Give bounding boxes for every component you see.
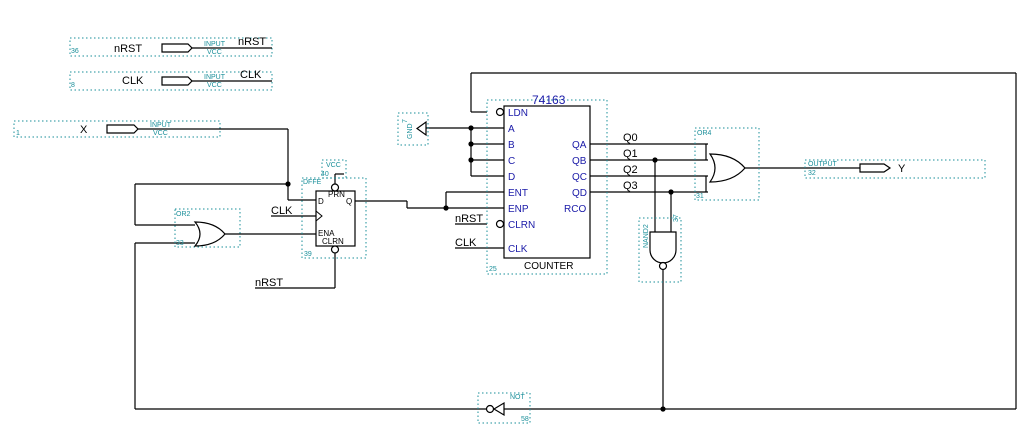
- or4-icon: [710, 154, 745, 182]
- counter-pin-clk: CLK: [508, 244, 528, 255]
- counter-pin-ent: ENT: [508, 188, 528, 199]
- input-x-number: 1: [16, 130, 20, 137]
- net-dff-clk: CLK: [271, 205, 293, 217]
- or2-number: 33: [176, 240, 184, 247]
- input-x-type: INPUT: [150, 122, 172, 129]
- dffe-pin-d: D: [318, 197, 324, 206]
- dffe-flipflop: VCC 40 DFFE PRN D Q ENA CLRN 39: [302, 160, 366, 258]
- counter-title: 74163: [532, 93, 566, 107]
- input-nrst-name: nRST: [114, 43, 142, 55]
- junction-dots: [285, 125, 673, 411]
- dffe-pin-q: Q: [346, 197, 352, 206]
- or2-gate: OR2 33: [175, 209, 240, 247]
- dffe-number: 39: [304, 251, 312, 258]
- not-icon: [494, 403, 504, 415]
- counter-number: 25: [489, 266, 497, 273]
- counter-pin-rco: RCO: [564, 204, 586, 215]
- net-q3: Q3: [623, 180, 638, 192]
- gnd-symbol: 7 GND: [398, 113, 428, 145]
- input-x-pin-symbol: [107, 125, 138, 133]
- dffe-pin-clrn: CLRN: [322, 237, 344, 246]
- output-y-number: 32: [808, 170, 816, 177]
- nand2-number: 37: [673, 214, 680, 222]
- nand2-gate: NAND2 37: [639, 214, 681, 282]
- input-nrst-number: 36: [71, 48, 79, 55]
- output-y-name: Y: [898, 163, 906, 175]
- counter-pin-qc: QC: [572, 172, 587, 183]
- input-nrst-default: VCC: [207, 49, 222, 56]
- input-clk-pin-symbol: [162, 77, 192, 85]
- counter-pin-d: D: [508, 172, 515, 183]
- counter-pin-qa: QA: [572, 140, 587, 151]
- nand2-type: NAND2: [643, 224, 650, 248]
- counter-pin-a: A: [508, 124, 515, 135]
- or4-gate: OR4 31: [695, 128, 759, 200]
- input-x-default: VCC: [153, 130, 168, 137]
- input-clk-default: VCC: [207, 82, 222, 89]
- not-gate: NOT 58: [478, 393, 530, 423]
- output-y: OUTPUT 32 Y: [805, 160, 985, 178]
- net-q1: Q1: [623, 148, 638, 160]
- input-nrst-type: INPUT: [204, 41, 226, 48]
- dffe-type: DFFE: [303, 179, 322, 186]
- not-number: 58: [521, 416, 529, 423]
- counter-pin-enp: ENP: [508, 204, 529, 215]
- or4-type: OR4: [697, 130, 712, 137]
- counter-pin-c: C: [508, 156, 515, 167]
- vcc-label: VCC: [326, 162, 341, 169]
- input-clk-name: CLK: [122, 75, 144, 87]
- nand2-icon: [650, 232, 676, 263]
- gnd-number: 7: [402, 119, 409, 123]
- output-y-pin-symbol: [860, 164, 890, 172]
- input-nrst-pin-symbol: [162, 44, 192, 52]
- output-y-type: OUTPUT: [808, 161, 838, 168]
- net-dff-nrst: nRST: [255, 277, 283, 289]
- counter-pin-qd: QD: [572, 188, 587, 199]
- counter-caption: COUNTER: [524, 261, 573, 272]
- net-ctr-nrst: nRST: [455, 213, 483, 225]
- not-type: NOT: [510, 394, 526, 401]
- dffe-pin-prn: PRN: [328, 190, 345, 199]
- counter-pin-qb: QB: [572, 156, 587, 167]
- net-q2: Q2: [623, 164, 638, 176]
- input-x-name: X: [80, 124, 88, 136]
- counter-pin-clrn: CLRN: [508, 220, 535, 231]
- counter-74163: 74163 LDN A B C D ENT ENP CLRN CLK QA QB…: [487, 93, 607, 274]
- or4-number: 31: [696, 193, 704, 200]
- input-clk: 8 CLK INPUT VCC CLK: [70, 69, 272, 90]
- vcc-number: 40: [321, 171, 329, 178]
- or2-type: OR2: [176, 211, 191, 218]
- input-nrst: 36 nRST INPUT VCC nRST: [70, 36, 272, 56]
- net-q0: Q0: [623, 132, 638, 144]
- input-clk-type: INPUT: [204, 74, 226, 81]
- gnd-label: GND: [407, 123, 414, 139]
- counter-pin-b: B: [508, 140, 515, 151]
- input-nrst-net: nRST: [238, 36, 266, 48]
- gnd-icon: [417, 122, 426, 135]
- or2-icon: [195, 222, 225, 246]
- net-ctr-clk: CLK: [455, 237, 477, 249]
- counter-pin-ldn: LDN: [508, 108, 528, 119]
- input-clk-net: CLK: [240, 69, 262, 81]
- input-clk-number: 8: [71, 82, 75, 89]
